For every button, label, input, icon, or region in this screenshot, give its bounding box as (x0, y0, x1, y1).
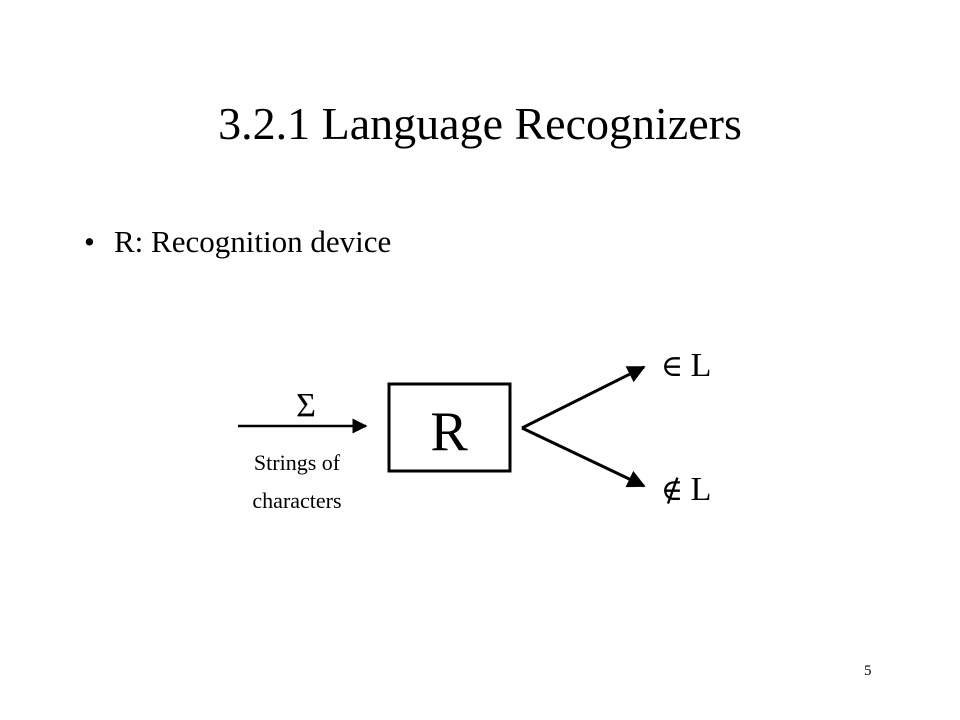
accept-arrow (521, 365, 646, 430)
reject-arrow (521, 426, 646, 488)
input-caption-line1: Strings of (254, 450, 341, 475)
input-symbol: Σ (296, 387, 316, 424)
reject-set-label: L (691, 471, 712, 508)
bullet-text: R: Recognition device (114, 224, 392, 259)
reject-symbol: ∉ (661, 474, 683, 507)
accept-set-label: L (691, 347, 712, 384)
input-caption-line2: characters (252, 488, 341, 513)
slide-title: 3.2.1 Language Recognizers (218, 98, 742, 149)
accept-symbol: ∈ (661, 350, 683, 383)
recognizer-label: R (430, 401, 468, 463)
recognizer-box (387, 382, 512, 473)
page-number: 5 (864, 663, 872, 679)
bullet-item: • R: Recognition device (84, 222, 391, 262)
bullet-marker: • (84, 224, 95, 259)
